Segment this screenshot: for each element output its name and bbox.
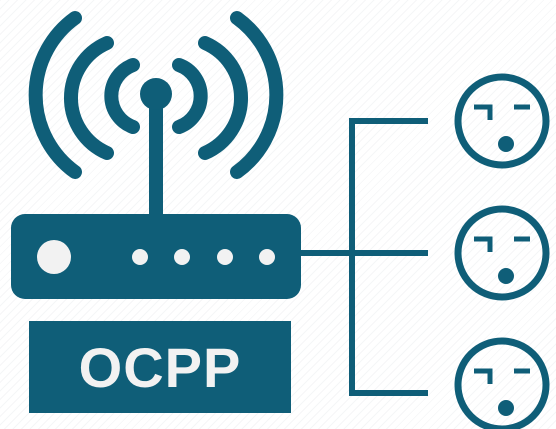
signal-wave-left-inner	[104, 58, 140, 134]
router-indicator-light	[174, 249, 190, 265]
connection-lines	[301, 118, 428, 396]
antenna-icon	[140, 78, 172, 220]
router-indicator-light	[259, 249, 275, 265]
router-power-light	[37, 240, 71, 274]
wifi-signal-icon	[28, 11, 284, 179]
signal-wave-left-middle	[63, 36, 114, 160]
ev-charger-socket-icon	[454, 205, 550, 301]
router-icon	[11, 214, 301, 299]
router-indicator-light	[217, 249, 233, 265]
router-body	[11, 214, 301, 299]
signal-wave-right-inner	[172, 58, 208, 134]
router-indicator-light	[132, 249, 148, 265]
signal-wave-right-outer	[230, 11, 284, 179]
ocpp-label-box	[29, 321, 291, 413]
ev-charger-socket-icon	[454, 73, 550, 169]
signal-wave-right-middle	[198, 36, 249, 160]
signal-wave-left-outer	[28, 11, 82, 179]
ev-charger-socket-icon	[454, 337, 550, 429]
